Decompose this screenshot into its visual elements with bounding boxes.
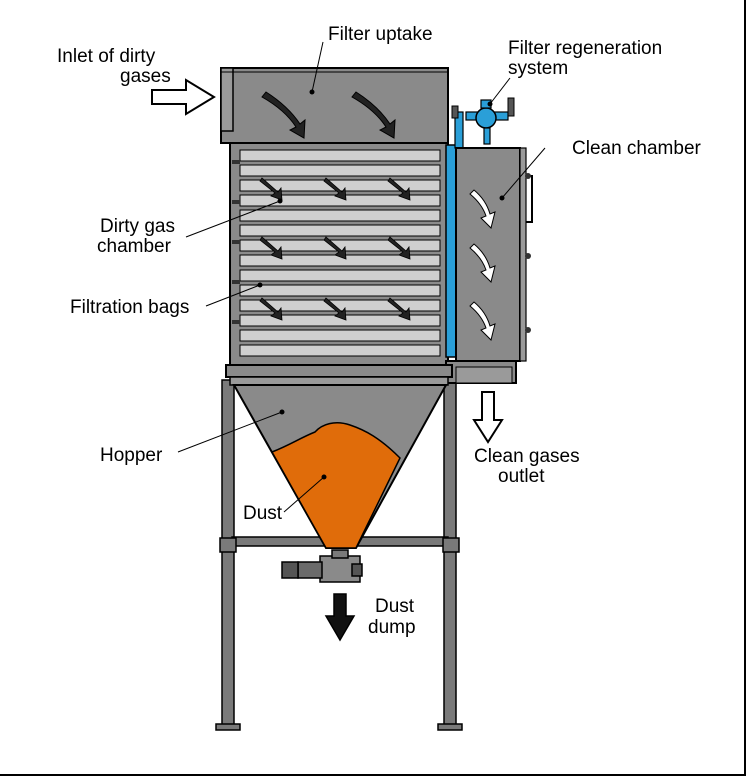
label-inlet-line1: Inlet of dirty: [57, 46, 156, 67]
label-filtration-bags: Filtration bags: [70, 297, 189, 318]
bag-flow-arrows: [259, 177, 411, 321]
label-dust: Dust: [243, 503, 283, 524]
dust-dump-arrow: [324, 593, 356, 642]
clean-chamber-flow-arrows: [469, 189, 496, 341]
label-hopper: Hopper: [100, 445, 163, 466]
dust-pile: [270, 422, 401, 549]
label-regen-line2: system: [508, 58, 568, 79]
label-clean-outlet-line1: Clean gases: [474, 446, 580, 467]
label-dust-dump-line2: dump: [368, 617, 416, 638]
label-inlet-line2: gases: [120, 66, 171, 87]
clean-outlet-arrow: [472, 391, 504, 444]
label-clean-outlet-line2: outlet: [498, 466, 545, 487]
label-dirty-line2: chamber: [97, 236, 172, 257]
inlet-arrow: [151, 78, 216, 116]
diagram-labels: Inlet of dirty gases Filter uptake Filte…: [57, 24, 702, 638]
label-filter-uptake: Filter uptake: [328, 24, 433, 45]
leader-lines: [177, 41, 546, 513]
uptake-flow-arrows: [261, 91, 396, 139]
filter-uptake-box: [220, 67, 449, 144]
label-clean-chamber: Clean chamber: [572, 138, 702, 159]
filtration-bag-rows: [239, 149, 441, 357]
label-regen-line1: Filter regeneration: [508, 38, 662, 59]
hopper: [225, 364, 453, 549]
dirty-gas-chamber: [229, 142, 449, 366]
rotary-valve: [281, 549, 363, 583]
label-dust-dump-line1: Dust: [375, 596, 415, 617]
label-dirty-line1: Dirty gas: [100, 216, 175, 237]
